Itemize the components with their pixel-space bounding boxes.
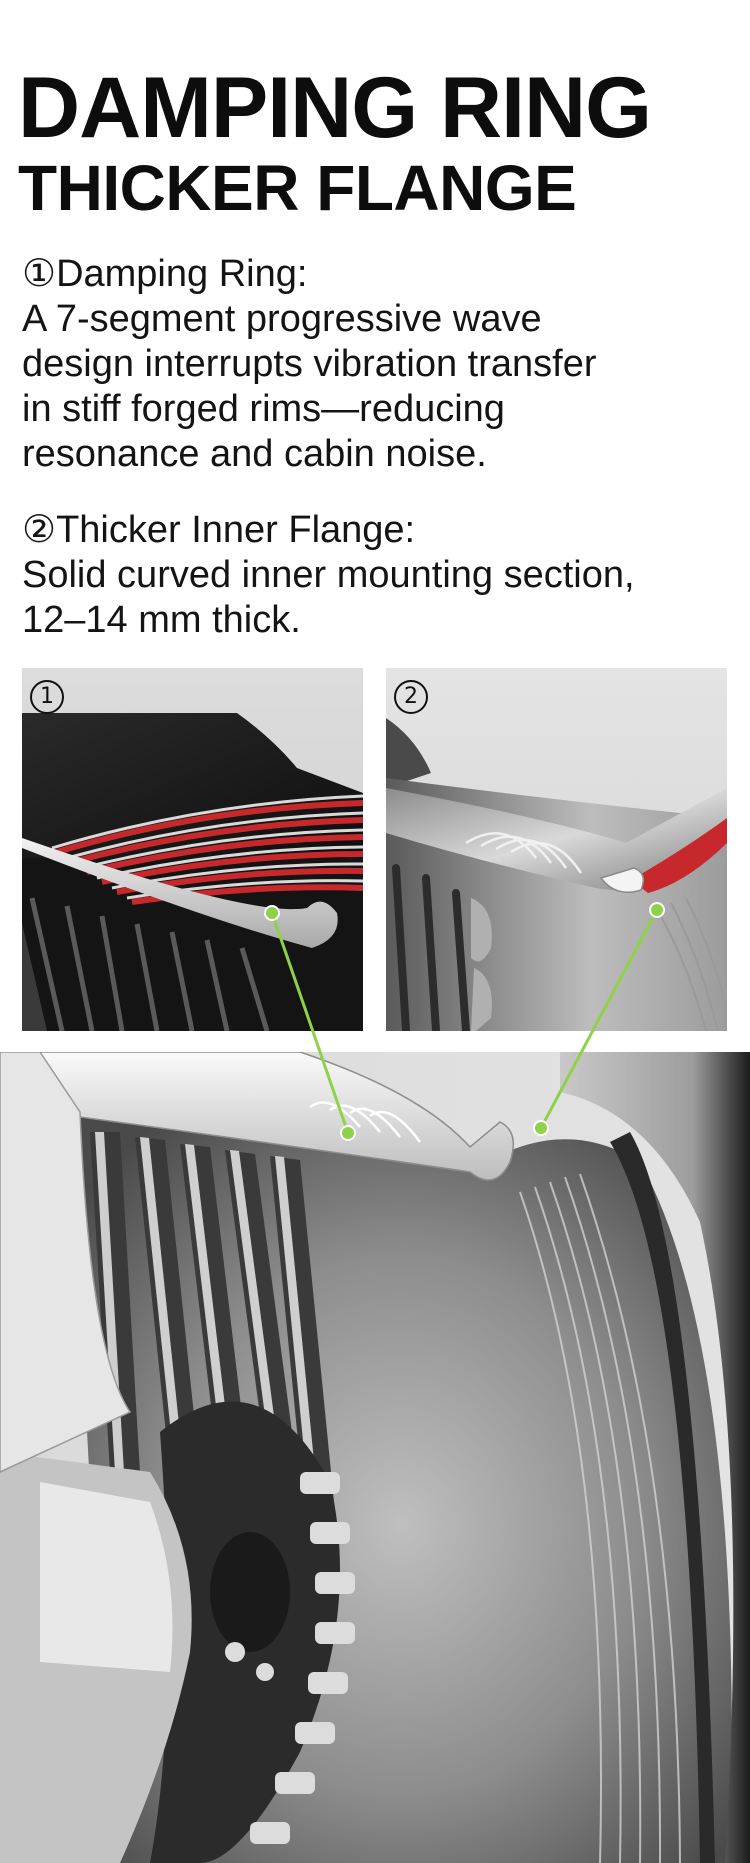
feature-line: resonance and cabin noise. [22,433,487,475]
badge-number: 2 [394,680,428,714]
feature-line: A 7-segment progressive wave [22,298,542,340]
wheel-cross-section-icon [0,1052,750,1863]
wheel-cross-section-photo [0,1052,750,1863]
feature-damping-ring: ①Damping Ring: A 7-segment progressive w… [22,252,742,477]
damping-ring-detail-photo: 1 [22,668,363,1031]
feature-line: in stiff forged rims—reducing [22,388,505,430]
feature-inner-flange: ②Thicker Inner Flange: Solid curved inne… [22,508,742,643]
feature-line: Solid curved inner mounting section, [22,554,635,596]
headline: DAMPING RING THICKER FLANGE [18,60,652,224]
feature-title: ②Thicker Inner Flange: [22,509,416,551]
headline-title: DAMPING RING [18,60,652,156]
headline-subtitle: THICKER FLANGE [18,152,577,224]
inner-flange-detail-photo: 2 [386,668,727,1031]
feature-line: 12–14 mm thick. [22,599,301,641]
inner-flange-detail-icon [386,668,727,1031]
damping-ring-detail-icon [22,668,363,1031]
feature-line: design interrupts vibration transfer [22,343,597,385]
badge-number: 1 [30,680,64,714]
feature-title: ①Damping Ring: [22,253,308,295]
